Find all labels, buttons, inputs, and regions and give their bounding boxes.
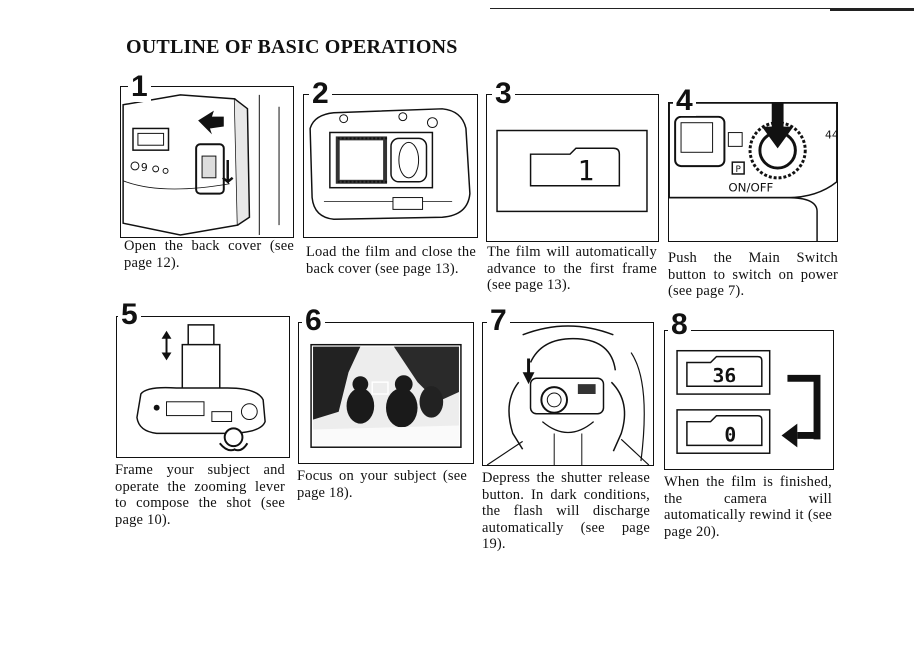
- step-6-number: 6: [302, 306, 325, 336]
- step-7-number: 7: [487, 306, 510, 336]
- header-rule: [490, 8, 914, 9]
- step-2-caption: Load the film and close the back cover (…: [306, 244, 476, 277]
- step-7-illustration: [482, 322, 654, 466]
- step-6-illustration: [298, 322, 474, 464]
- camera-back-cover-drawing: 9: [122, 94, 280, 236]
- svg-text:P: P: [736, 165, 742, 175]
- svg-text:9: 9: [141, 161, 148, 174]
- step-7-caption: Depress the shutter release button. In d…: [482, 470, 650, 552]
- step-4-illustration: P ON/OFF 44: [668, 102, 838, 242]
- svg-text:44: 44: [825, 128, 837, 141]
- step-5-number: 5: [118, 300, 141, 330]
- step-2-illustration: [303, 94, 478, 238]
- counter-digit: 1: [578, 154, 595, 187]
- page-title: OUTLINE OF BASIC OPERATIONS: [126, 36, 458, 58]
- step-8-number: 8: [668, 310, 691, 340]
- shutter-release-drawing: [486, 325, 650, 465]
- header-rule-thick: [830, 9, 914, 11]
- step-1-illustration: 9: [120, 86, 294, 238]
- step-8-illustration: 36 0: [664, 330, 834, 470]
- main-switch-drawing: P ON/OFF 44: [669, 103, 837, 241]
- on-off-label: ON/OFF: [728, 181, 773, 195]
- film-counter-drawing: 1: [496, 129, 648, 213]
- zoom-lever-drawing: [136, 324, 266, 452]
- counter-start: 36: [712, 364, 736, 387]
- step-2-number: 2: [309, 79, 332, 109]
- step-5-caption: Frame your subject and operate the zoomi…: [115, 462, 285, 528]
- step-8-caption: When the film is finished, the camera wi…: [664, 474, 832, 540]
- step-1-number: 1: [128, 72, 151, 102]
- step-3-caption: The film will automatically advance to t…: [487, 244, 657, 293]
- step-1-caption: Open the back cover (see page 12).: [124, 238, 294, 271]
- step-3-illustration: 1: [486, 94, 659, 242]
- rewind-counter-drawing: 36 0: [676, 349, 821, 454]
- counter-end: 0: [724, 423, 736, 446]
- step-3-number: 3: [492, 79, 515, 109]
- viewfinder-scene-drawing: [310, 343, 462, 448]
- film-loading-drawing: [309, 108, 471, 220]
- step-6-caption: Focus on your subject (see page 18).: [297, 468, 467, 501]
- step-4-number: 4: [673, 86, 696, 116]
- step-4-caption: Push the Main Switch button to switch on…: [668, 250, 838, 299]
- step-5-illustration: [116, 316, 290, 458]
